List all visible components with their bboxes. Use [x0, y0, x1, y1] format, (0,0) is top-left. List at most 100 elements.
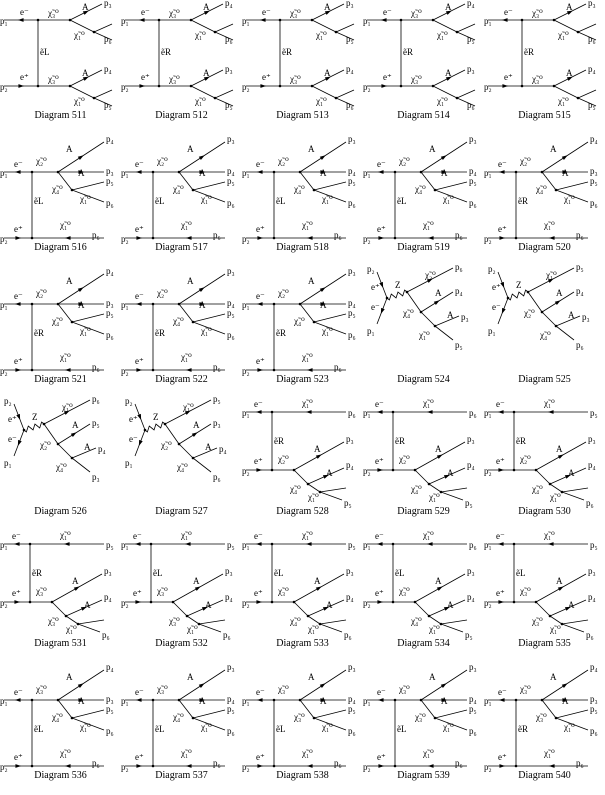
photon-label: A — [314, 444, 321, 454]
photon-label: A — [193, 420, 200, 430]
p1-label: p₁ — [484, 540, 492, 550]
momentum-label: p₄ — [348, 694, 356, 704]
outgoing-line-arrow — [445, 76, 452, 81]
outgoing-line-arrow — [315, 586, 322, 591]
momentum-label: p₄ — [104, 64, 112, 74]
selectron-label: ẽR — [518, 196, 528, 206]
electron-line-arrow — [377, 170, 384, 174]
outgoing-line-arrow — [440, 683, 447, 689]
neutralino-label: χ̃₃⁰ — [531, 616, 543, 626]
p1-label: p₁ — [363, 168, 371, 178]
positron-line-arrow — [377, 600, 384, 604]
neutralino-line — [311, 19, 337, 33]
neutralino-label: χ̃₁⁰ — [200, 722, 212, 732]
neutralino-label: χ̃₁⁰ — [321, 326, 333, 336]
momentum-label: p₄ — [348, 166, 356, 176]
momentum-label: p₃ — [588, 566, 596, 576]
positron-line-arrow — [136, 764, 143, 768]
outgoing-line — [319, 623, 343, 633]
p2-label: p₂ — [242, 598, 250, 608]
neutralino-label: χ̃₂⁰ — [398, 156, 410, 166]
momentum-label: p₃ — [225, 566, 233, 576]
selectron-label: ẽL — [397, 724, 407, 734]
neutralino-line — [428, 615, 442, 625]
outgoing-line — [434, 325, 454, 341]
positron-line-arrow — [379, 281, 384, 288]
neutralino-line — [553, 19, 579, 33]
electron-line-arrow — [497, 410, 504, 414]
outgoing-line — [434, 709, 468, 719]
p2-label: p₂ — [363, 466, 371, 476]
neutralino-line — [293, 469, 309, 485]
diagram-caption: Diagram 515 — [518, 110, 571, 121]
neutralino-label: χ̃₄⁰ — [410, 484, 422, 494]
diagram-caption: Diagram 523 — [276, 374, 329, 385]
momentum-label: p₃ — [106, 694, 114, 704]
outgoing-line-arrow — [562, 170, 569, 174]
photon-label: A — [320, 168, 327, 178]
outgoing-line — [555, 315, 581, 327]
neutralino-label: χ̃₂⁰ — [35, 156, 47, 166]
neutralino-label: χ̃₄⁰ — [172, 712, 184, 722]
outgoing-line — [198, 619, 226, 625]
outgoing-line — [577, 89, 597, 99]
momentum-label: p₆ — [346, 100, 354, 110]
momentum-label: p₆ — [576, 340, 584, 350]
selectron-label: ẽR — [32, 568, 42, 578]
momentum-label: p₄ — [104, 592, 112, 602]
diagram-caption: Diagram 524 — [397, 374, 450, 385]
z-label: Z — [395, 280, 401, 290]
neutralino-label: χ̃₄⁰ — [51, 712, 63, 722]
outgoing-line-arrow — [198, 287, 205, 293]
outgoing-line-arrow — [203, 76, 210, 81]
outgoing-line-arrow — [80, 606, 87, 611]
neutralino-label: χ̃₁⁰ — [545, 270, 557, 280]
momentum-label: p₆ — [590, 198, 598, 208]
e-plus-label: e⁺ — [492, 282, 501, 292]
outgoing-line — [456, 31, 476, 41]
momentum-label: p₅ — [227, 704, 235, 714]
momentum-label: p₄ — [469, 694, 477, 704]
momentum-label: p₆ — [467, 100, 475, 110]
e-plus-label: e⁺ — [496, 588, 505, 598]
neutralino-line — [178, 699, 194, 719]
outgoing-line — [335, 97, 355, 107]
outgoing-line-arrow — [199, 698, 206, 702]
photon-label: A — [308, 276, 315, 286]
neutralino-line — [420, 699, 436, 719]
momentum-label: p₃ — [590, 166, 598, 176]
e-plus-label: e⁺ — [498, 752, 507, 762]
outgoing-line-arrow — [319, 287, 326, 293]
outgoing-line-arrow — [436, 586, 443, 591]
e-plus-label: e⁺ — [20, 72, 29, 82]
neutralino-label: χ̃₃⁰ — [414, 712, 426, 722]
momentum-label: p₃ — [467, 64, 475, 74]
outgoing-line — [313, 321, 347, 335]
momentum-label: p₅ — [348, 540, 356, 550]
e-plus-label: e⁺ — [141, 72, 150, 82]
momentum-label: p₄ — [576, 286, 584, 296]
photon-label: A — [78, 696, 85, 706]
neutralino-label: χ̃₃⁰ — [535, 712, 547, 722]
outgoing-line — [313, 717, 347, 731]
e-plus-label: e⁺ — [254, 456, 263, 466]
photon-label: A — [324, 68, 331, 78]
momentum-label: p₆ — [348, 198, 356, 208]
outgoing-line-arrow — [319, 155, 326, 161]
momentum-label: p₅ — [590, 704, 598, 714]
photon-label: A — [193, 576, 200, 586]
e-minus-label: e⁻ — [383, 7, 392, 17]
neutralino-line-arrow — [64, 368, 71, 372]
neutralino-label: χ̃₁⁰ — [422, 530, 434, 540]
diagram-caption: Diagram 531 — [34, 638, 87, 649]
diagram-caption: Diagram 540 — [518, 770, 571, 781]
neutralino-label: χ̃₁⁰ — [79, 326, 91, 336]
outgoing-line — [214, 97, 234, 107]
momentum-label: p₆ — [92, 394, 100, 404]
momentum-label: p₅ — [590, 408, 598, 418]
neutralino-line — [186, 615, 200, 625]
e-plus-label: e⁺ — [14, 224, 23, 234]
